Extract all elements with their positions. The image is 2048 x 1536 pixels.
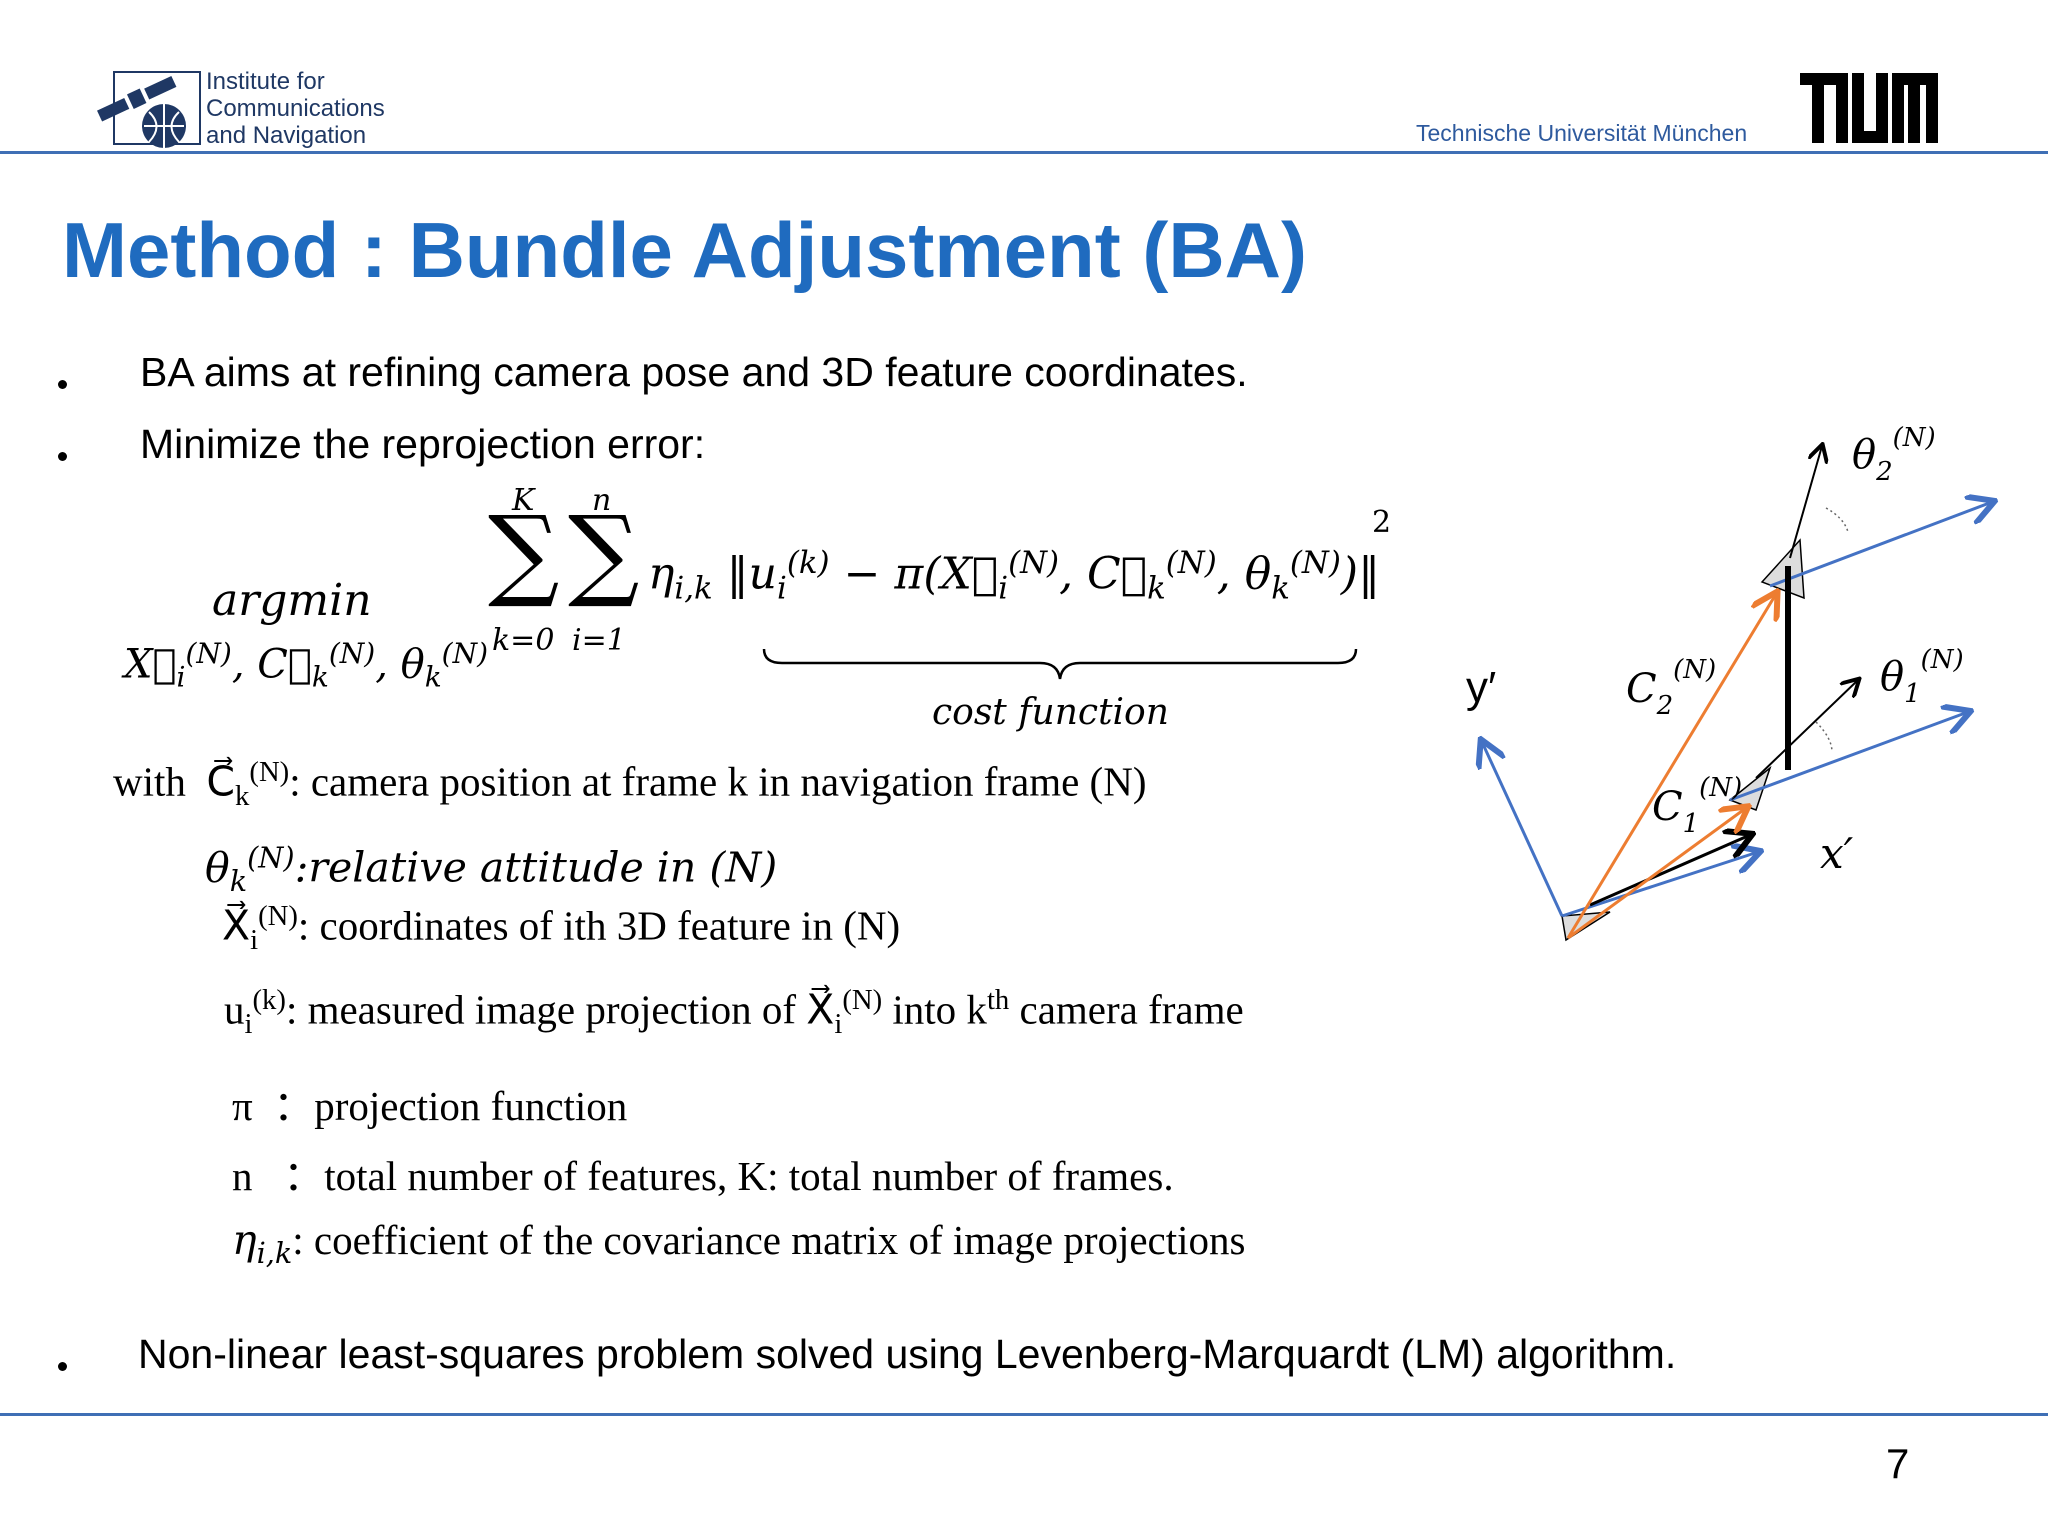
- camera-position-desc: : camera position at frame k in navigati…: [289, 758, 1147, 805]
- sum-symbol-1: ∑: [488, 494, 560, 611]
- label-y-prime: y′: [1466, 663, 1496, 712]
- bullet-2: Minimize the reprojection error:: [140, 421, 706, 467]
- axis-x-prime: [1561, 852, 1758, 918]
- counts-desc: ：total number of features, K: total numb…: [283, 1153, 1174, 1199]
- definition-attitude: θk(N):relative attitude in (N): [205, 840, 777, 898]
- definition-camera-position: with C⃗k(N): camera position at frame k …: [113, 756, 1147, 812]
- pi-symbol: π: [232, 1083, 253, 1129]
- sum-lower-i: i=1: [572, 623, 626, 658]
- sum-symbol-2: ∑: [568, 494, 640, 611]
- definition-measurement: ui(k): measured image projection of X⃗i(…: [224, 984, 1244, 1040]
- camera-2-blue-axis: [1769, 502, 1992, 588]
- attitude-desc: :relative attitude in (N): [294, 843, 778, 892]
- underbrace: [762, 648, 1358, 680]
- feature-desc: : coordinates of ith 3D feature in (N): [297, 902, 901, 949]
- definition-covariance: ηi,k: coefficient of the covariance matr…: [232, 1216, 1246, 1270]
- vector-c2: [1566, 594, 1776, 939]
- measurement-desc-d: camera frame: [1019, 986, 1244, 1033]
- university-name: Technische Universität München: [1416, 120, 1748, 146]
- pi-desc: ：projection function: [273, 1083, 628, 1129]
- slide-title: Method : Bundle Adjustment (BA): [62, 206, 1307, 294]
- definition-feature: X⃗i(N): coordinates of ith 3D feature in…: [222, 900, 901, 956]
- sum-upper-n: n: [592, 483, 612, 518]
- n-symbol: n: [232, 1153, 253, 1199]
- measurement-desc-c: th: [986, 984, 1010, 1016]
- tum-logo-icon: [1800, 73, 1938, 143]
- definition-projection: π ：projection function: [232, 1072, 627, 1132]
- axis-y-prime: [1482, 742, 1564, 917]
- institute-name: Institute for Communications and Navigat…: [206, 68, 385, 149]
- definition-counts: n ：total number of features, K: total nu…: [232, 1142, 1174, 1202]
- institute-line-3: and Navigation: [206, 122, 367, 149]
- theta-symbol: θk(N): [205, 840, 295, 898]
- eta-symbol: ηi,k: [232, 1216, 293, 1271]
- label-x-prime: x′: [1820, 829, 1854, 878]
- bullet-dot-3: [58, 1362, 67, 1371]
- label-theta2: θ2(N): [1852, 423, 1936, 487]
- vector-c1: [1567, 808, 1746, 940]
- label-c2: C2(N): [1626, 655, 1716, 721]
- measurement-desc-a: : measured image projection of: [285, 986, 796, 1033]
- institute-line-1: Institute for: [206, 68, 325, 95]
- underbrace-label: cost function: [932, 692, 1169, 733]
- label-theta1: θ1(N): [1880, 645, 1964, 709]
- power-two: 2: [1372, 505, 1392, 540]
- theta2-arrow: [1789, 446, 1822, 559]
- theta1-arrow: [1755, 680, 1858, 779]
- header-rule: [0, 151, 2048, 154]
- camera-pose-diagram: y′ x′ C2(N) C1(N) θ2(N) θ1(N): [1466, 423, 2040, 942]
- sum-lower-k: k=0: [492, 623, 555, 658]
- equation: argmin X⃗i(N), C⃗k(N), θk(N) K n ∑ ∑ k=0…: [100, 475, 1400, 745]
- page-number: 7: [1886, 1440, 1910, 1487]
- tum-logo: [1800, 73, 1938, 148]
- covariance-desc: : coefficient of the covariance matrix o…: [292, 1217, 1246, 1263]
- measurement-desc-b: into k: [892, 986, 987, 1033]
- argmin-variables: X⃗i(N), C⃗k(N), θk(N): [124, 637, 489, 694]
- bullet-dot-2: [58, 452, 67, 461]
- institute-logo: [94, 70, 202, 148]
- bullet-1: BA aims at refining camera pose and 3D f…: [140, 349, 1248, 395]
- argmin-label: argmin: [212, 575, 372, 626]
- institute-line-2: Communications: [206, 95, 385, 122]
- camera-1-blue-axis: [1729, 712, 1968, 802]
- footer-rule: [0, 1413, 2048, 1416]
- sum-upper-k: K: [512, 483, 535, 518]
- bullet-3: Non-linear least-squares problem solved …: [138, 1331, 1677, 1377]
- with-label: with: [113, 758, 186, 805]
- label-c1: C1(N): [1652, 773, 1742, 839]
- satellite-globe-icon: [97, 71, 201, 148]
- theta1-arc: [1815, 721, 1833, 753]
- origin-black-arrow: [1589, 835, 1750, 907]
- bullet-dot-1: [58, 380, 67, 389]
- camera-2-shape: [1760, 538, 1805, 600]
- cost-expression: ηi,k ‖ui(k) − π(X⃗i(N), C⃗k(N), θk(N))‖: [648, 545, 1381, 607]
- theta2-arc: [1825, 507, 1849, 533]
